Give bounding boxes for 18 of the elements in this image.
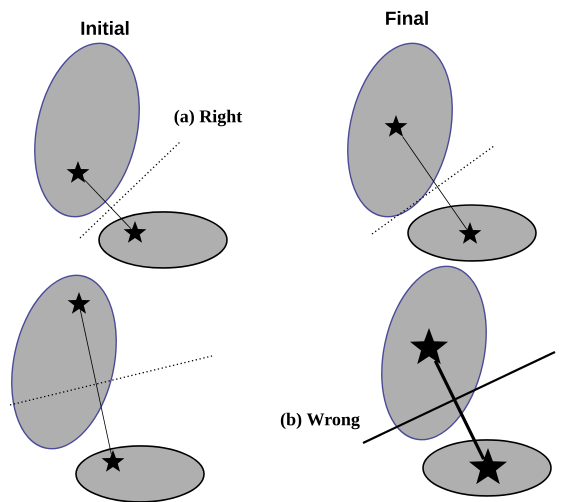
star-marker [68, 292, 90, 314]
column-heading: Initial [81, 21, 128, 35]
column-heading: Final [386, 11, 428, 25]
star-marker [468, 448, 508, 484]
star-marker [102, 450, 124, 472]
star-marker [124, 221, 146, 243]
ellipse [422, 439, 552, 497]
connector-line [402, 136, 468, 230]
case-label: (a) Right [174, 110, 242, 126]
star-marker [410, 328, 448, 364]
star-marker [458, 222, 482, 244]
star-marker [384, 115, 408, 137]
connector-line [80, 310, 112, 454]
star-marker [66, 161, 90, 183]
ellipse [98, 211, 228, 269]
case-label: (b) Wrong [280, 412, 360, 430]
ellipse [407, 204, 537, 262]
ellipse [75, 445, 205, 502]
